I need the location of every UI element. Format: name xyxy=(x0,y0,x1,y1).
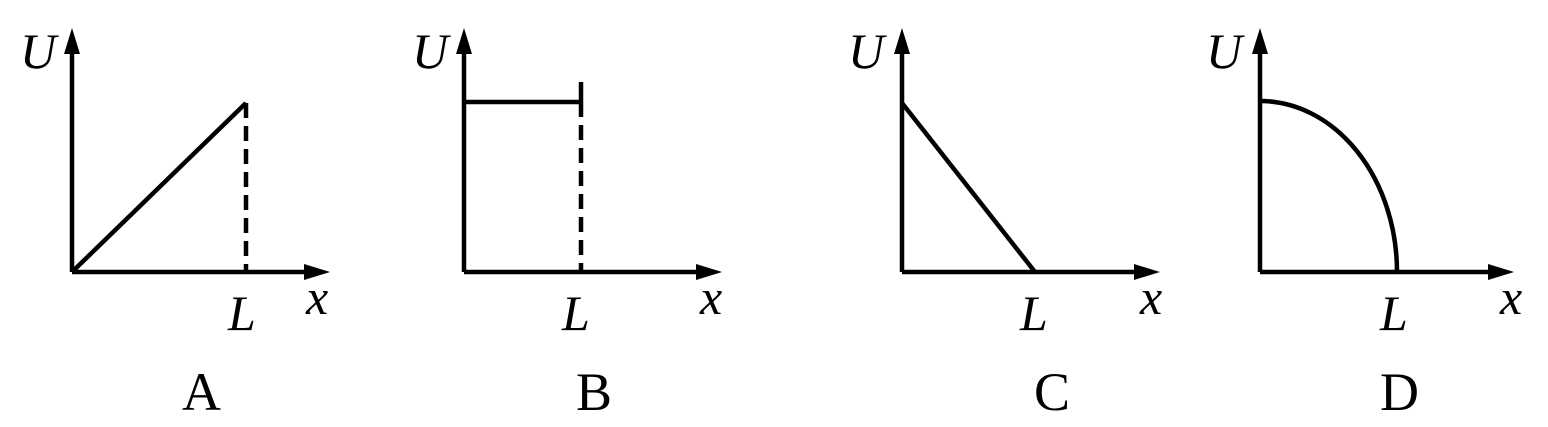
y-axis-label: U xyxy=(1206,23,1245,79)
x-axis-arrowhead xyxy=(696,264,722,280)
x-axis-arrowhead xyxy=(1134,264,1160,280)
graph-d: U x L D xyxy=(1206,23,1522,422)
y-axis-label: U xyxy=(20,23,59,79)
x-tick-label: L xyxy=(1019,285,1048,341)
y-axis-arrowhead xyxy=(64,28,80,54)
curve-quarter-circle-decreasing xyxy=(1259,98,1400,273)
x-axis-arrowhead xyxy=(1488,264,1514,280)
x-axis-label: x xyxy=(1499,269,1522,325)
option-label: A xyxy=(182,362,221,422)
y-axis-label: U xyxy=(848,23,887,79)
graph-c: U x L C xyxy=(848,23,1162,422)
curve-linear-increasing xyxy=(70,101,248,274)
option-label: C xyxy=(1034,362,1070,422)
graph-a: U x L A xyxy=(20,23,330,422)
y-axis-label: U xyxy=(412,23,451,79)
curve-linear-decreasing xyxy=(900,101,1037,274)
x-tick-label: L xyxy=(561,285,590,341)
x-axis-label: x xyxy=(1139,269,1162,325)
x-tick-label: L xyxy=(227,285,256,341)
y-axis-arrowhead xyxy=(1252,28,1268,54)
option-label: B xyxy=(576,362,612,422)
y-axis-arrowhead xyxy=(894,28,910,54)
graph-b: U x L B xyxy=(412,23,722,422)
y-axis-arrowhead xyxy=(456,28,472,54)
x-axis-label: x xyxy=(305,269,328,325)
x-axis-arrowhead xyxy=(304,264,330,280)
x-axis-label: x xyxy=(699,269,722,325)
option-label: D xyxy=(1380,362,1419,422)
x-tick-label: L xyxy=(1379,285,1408,341)
